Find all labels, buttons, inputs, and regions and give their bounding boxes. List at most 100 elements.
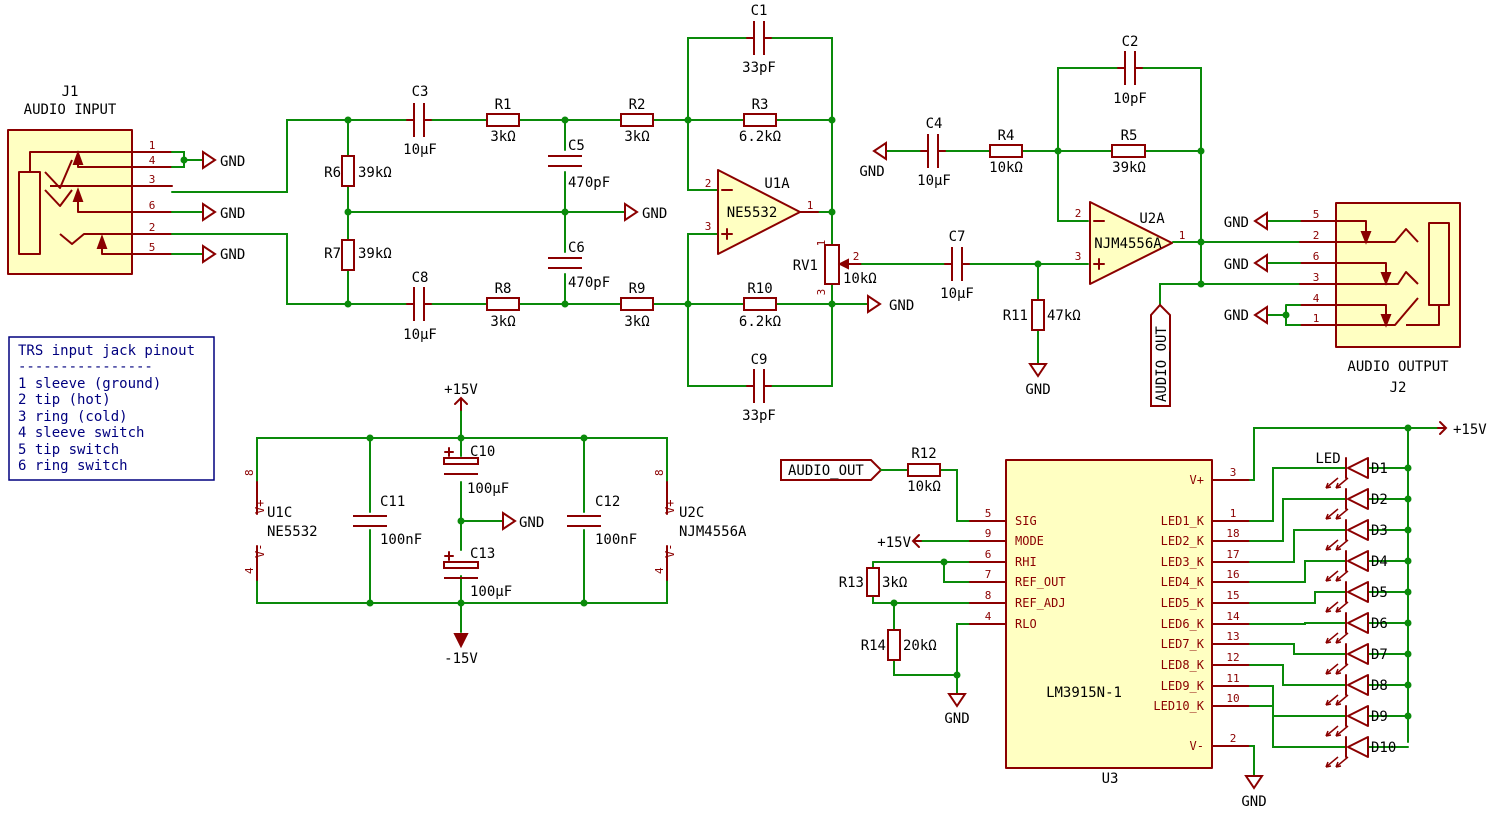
- u2a-pin: 3: [1075, 250, 1082, 263]
- r8-ref: R8: [495, 281, 512, 297]
- c4-ref: C4: [926, 116, 943, 132]
- r3-ref: R3: [752, 97, 769, 113]
- u3-pin-num: 5: [985, 507, 992, 520]
- led-d4: [1325, 550, 1369, 582]
- capacitor-c8: [406, 287, 432, 321]
- opamp-u2a: [1089, 201, 1173, 285]
- led-ref: D6: [1371, 616, 1388, 632]
- u3-pin-name: V+: [1190, 473, 1204, 487]
- pinout-note-box: [8, 336, 215, 481]
- c1-ref: C1: [751, 3, 768, 19]
- led-wire: [1249, 498, 1409, 542]
- u1c-vm: V-: [253, 544, 267, 558]
- opamp-u1a: [717, 169, 819, 255]
- capacitor-c3: [406, 103, 432, 137]
- u2c-pin-vp: 8: [653, 469, 666, 476]
- r14-value: 20kΩ: [903, 638, 937, 654]
- led-ref: D7: [1371, 647, 1388, 663]
- resistor-r9: [620, 297, 654, 311]
- u2a-pin: 2: [1075, 207, 1082, 220]
- r3-value: 6.2kΩ: [739, 129, 781, 145]
- resistor-r5: [1111, 144, 1146, 158]
- rv1-value: 10kΩ: [843, 271, 877, 287]
- resistor-r3: [743, 113, 777, 127]
- capacitor-c13: [443, 551, 479, 579]
- r9-value: 3kΩ: [624, 314, 649, 330]
- resistor-r12: [907, 463, 941, 477]
- gnd-label: GND: [1224, 215, 1249, 231]
- gnd-label: GND: [1025, 382, 1050, 398]
- u3-pin-num: 15: [1226, 589, 1239, 602]
- r1-ref: R1: [495, 97, 512, 113]
- j1-pin: 2: [149, 221, 156, 234]
- u2c-ref: U2C: [679, 505, 704, 521]
- gnd-symbol: [1253, 253, 1301, 273]
- junction-dot: [1404, 495, 1412, 503]
- potentiometer-rv1: [824, 244, 863, 285]
- u3-pin-name: SIG: [1015, 514, 1037, 528]
- r6-ref: R6: [324, 165, 341, 181]
- led-ref: D2: [1371, 492, 1388, 508]
- gnd-label: GND: [220, 206, 245, 222]
- r9-ref: R9: [629, 281, 646, 297]
- led-wire: [1249, 467, 1409, 522]
- j1-pin: 3: [149, 173, 156, 186]
- led-ref: D1: [1371, 461, 1388, 477]
- u1a-ref: U1A: [764, 176, 790, 192]
- capacitor-c4: [920, 134, 946, 168]
- led-d6: [1325, 612, 1369, 644]
- c12-ref: C12: [595, 494, 620, 510]
- resistor-r2: [620, 113, 654, 127]
- u3-pin-name: REF_OUT: [1015, 575, 1066, 589]
- gnd-symbol: [867, 294, 882, 314]
- c4-value: 10µF: [917, 173, 951, 189]
- u1c-pin-vp: 8: [243, 469, 256, 476]
- c6-ref: C6: [568, 240, 585, 256]
- gnd-label: GND: [1241, 794, 1266, 810]
- power-wiring: [256, 409, 668, 633]
- r12-value: 10kΩ: [907, 479, 941, 495]
- minus15-label: -15V: [444, 651, 478, 667]
- junction-dot: [1404, 464, 1412, 472]
- gnd-symbol: [1244, 775, 1264, 790]
- c7-value: 10µF: [940, 286, 974, 302]
- rv1-pin: 2: [853, 250, 860, 263]
- c13-ref: C13: [470, 546, 495, 562]
- led-d8: [1325, 674, 1369, 706]
- r7-ref: R7: [324, 246, 341, 262]
- r4-ref: R4: [998, 128, 1015, 144]
- capacitor-c7: [944, 247, 970, 281]
- u3-pin-name: LED4_K: [1161, 575, 1205, 589]
- u2c-vp: V+: [663, 500, 677, 514]
- lm3915-input-wiring: [872, 469, 971, 695]
- plus15-rail-label: +15V: [1453, 422, 1487, 438]
- u3-pin-num: 7: [985, 568, 992, 581]
- r5-value: 39kΩ: [1112, 160, 1146, 176]
- net-label-audio-out: [1150, 303, 1171, 407]
- u1c-vp: V+: [253, 500, 267, 514]
- resistor-r11: [1031, 299, 1045, 331]
- led-wire: [1249, 591, 1409, 604]
- led-ref: D10: [1371, 740, 1396, 756]
- net-label-audio-out-text: AUDIO_OUT: [1154, 326, 1170, 402]
- u3-pin-num: 16: [1226, 568, 1239, 581]
- u2a-ref: U2A: [1139, 211, 1165, 227]
- capacitor-c2: [1117, 51, 1143, 85]
- gnd-symbol: [947, 693, 967, 708]
- u3-pin-name: LED2_K: [1161, 534, 1205, 548]
- u3-pin-name: RLO: [1015, 617, 1037, 631]
- led-d7: [1325, 643, 1369, 675]
- connector-j1: [7, 129, 173, 275]
- capacitor-c10: [443, 447, 479, 475]
- u3-pin-num: 13: [1226, 630, 1239, 643]
- c10-ref: C10: [470, 444, 495, 460]
- r14-ref: R14: [861, 638, 886, 654]
- led-d3: [1325, 519, 1369, 551]
- u2a-value: NJM4556A: [1094, 236, 1162, 252]
- u2c-pin-vm: 4: [653, 567, 666, 574]
- led-wire: [1249, 529, 1409, 563]
- led-wire: [1249, 622, 1409, 625]
- resistor-r14: [887, 629, 901, 661]
- u3-pin-num: 14: [1226, 610, 1240, 623]
